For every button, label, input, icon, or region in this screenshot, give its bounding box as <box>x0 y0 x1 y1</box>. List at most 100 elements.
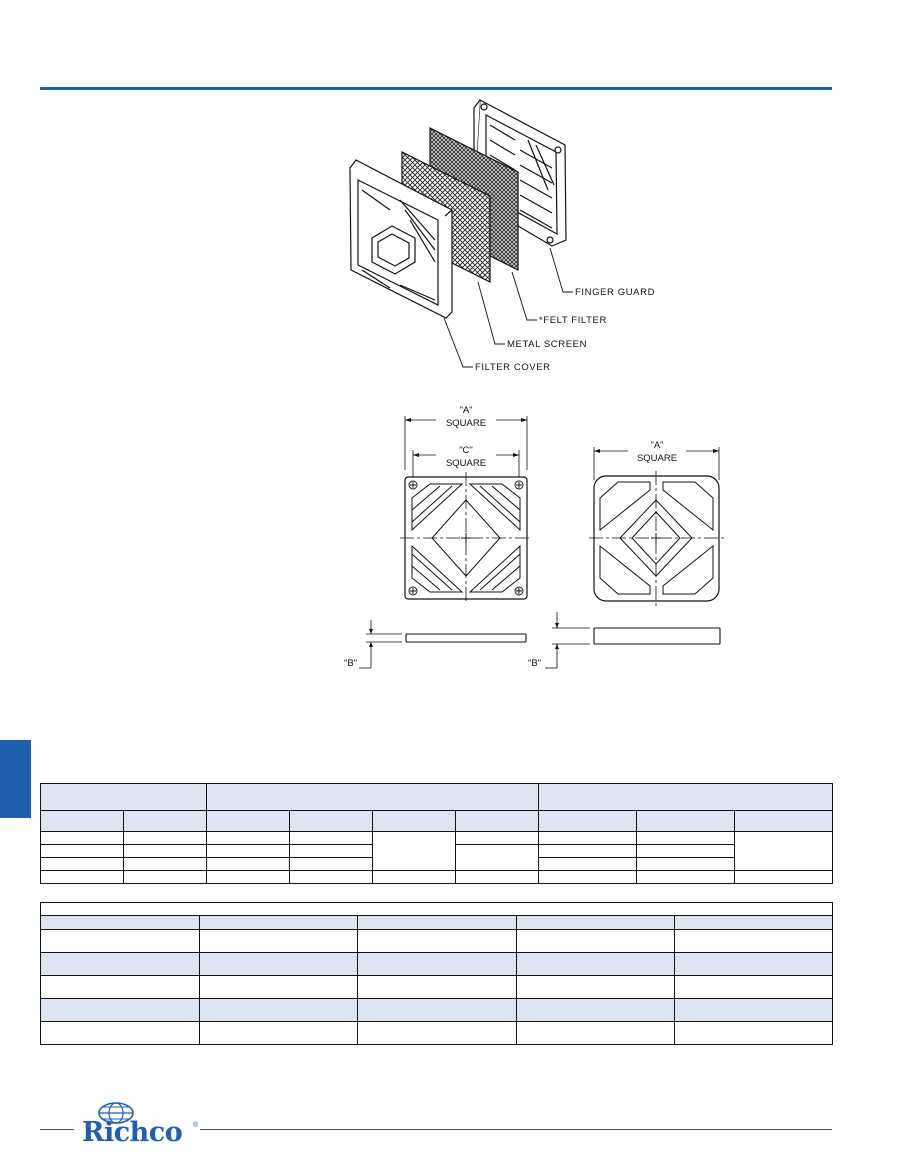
table-cell <box>40 831 124 845</box>
table-cell <box>636 831 735 845</box>
table-cell <box>636 870 735 884</box>
table-cell <box>289 857 373 871</box>
table-cell <box>538 857 637 871</box>
table-header-row <box>39 915 834 930</box>
table-cell <box>538 831 637 845</box>
table-header-cell <box>40 810 124 832</box>
table-cell <box>673 975 834 999</box>
dim-b-label-2: "B" <box>528 658 541 669</box>
table-cell <box>372 870 456 884</box>
table-cell <box>39 998 201 1022</box>
table-header-cell <box>538 810 637 832</box>
table-caption-cell <box>40 902 833 916</box>
table-cell <box>455 870 539 884</box>
dim-b-label: "B" <box>344 658 357 669</box>
table-row <box>40 831 833 871</box>
dim-c-square: SQUARE <box>446 458 486 469</box>
table-header-cell <box>734 810 833 832</box>
dim-a-square: SQUARE <box>446 418 486 429</box>
table-cell <box>455 844 539 871</box>
table-cell <box>199 975 359 999</box>
table-cell <box>123 844 207 858</box>
table-cell <box>123 831 207 845</box>
table-header-cell <box>372 810 456 832</box>
registered-mark: ® <box>193 1122 199 1129</box>
table-header-cell <box>538 783 833 811</box>
table-cell <box>199 998 359 1022</box>
table-cell <box>39 929 201 953</box>
table-cell <box>515 998 675 1022</box>
table-cell <box>357 929 517 953</box>
table-cell <box>206 831 290 845</box>
table-cell <box>357 975 517 999</box>
table-cell <box>734 831 833 871</box>
table-row <box>40 870 833 884</box>
table-cell <box>673 929 834 953</box>
table-cell <box>515 929 675 953</box>
table-cell <box>123 870 207 884</box>
filter-cover-label: FILTER COVER <box>475 362 551 373</box>
table-cell <box>357 952 517 976</box>
table-header-cell <box>199 915 359 930</box>
table-cell <box>40 857 124 871</box>
finger-guard-front-view: "A" SQUARE "C" SQUARE <box>344 404 532 669</box>
table-row <box>39 975 834 999</box>
table-cell <box>673 998 834 1022</box>
filter-assembly-drawing: FINGER GUARD *FELT FILTER METAL SCREEN F… <box>344 99 724 669</box>
dim-a-label-2: "A" <box>650 440 663 451</box>
finger-guard-label: FINGER GUARD <box>575 287 655 298</box>
table-cell <box>39 952 201 976</box>
table-cell <box>289 844 373 858</box>
table-cell <box>538 870 637 884</box>
table-cell <box>289 870 373 884</box>
table-header-cell <box>123 810 207 832</box>
table-header-cell <box>515 915 675 930</box>
table-cell <box>206 870 290 884</box>
filter-cover-part <box>349 159 453 319</box>
table-cell <box>199 929 359 953</box>
footer-rule <box>40 1129 74 1130</box>
table-cell <box>734 870 833 884</box>
footer-rule <box>200 1129 832 1130</box>
table-row <box>39 1021 834 1045</box>
table-cell <box>515 975 675 999</box>
table-cell <box>357 1021 517 1045</box>
table-cell <box>40 870 124 884</box>
table-cell <box>372 831 456 871</box>
table-cell <box>455 831 539 845</box>
table-row <box>39 998 834 1022</box>
table-row <box>39 929 834 953</box>
table-header-cell <box>357 915 517 930</box>
top-rule <box>40 87 832 90</box>
table-header-cell <box>673 915 834 930</box>
table-cell <box>289 831 373 845</box>
table-cell <box>515 1021 675 1045</box>
table-cell <box>357 998 517 1022</box>
table-header-cell <box>206 783 539 811</box>
logo-wordmark: Richco <box>82 1117 183 1148</box>
felt-filter-label: *FELT FILTER <box>539 315 607 326</box>
metal-screen-label: METAL SCREEN <box>507 339 587 350</box>
table-cell <box>199 952 359 976</box>
table-cell <box>538 844 637 858</box>
table-cell <box>199 1021 359 1045</box>
table-cell <box>636 844 735 858</box>
spec-table-materials <box>39 902 834 1045</box>
table-cell <box>206 857 290 871</box>
table-header-cell <box>455 810 539 832</box>
dim-a-square-2: SQUARE <box>637 453 677 464</box>
table-cell <box>206 844 290 858</box>
table-row <box>39 952 834 976</box>
table-subheader-row <box>40 810 833 832</box>
dim-c-label: "C" <box>459 445 473 456</box>
table-header-cell <box>636 810 735 832</box>
table-header-row <box>40 783 833 811</box>
filter-cover-front-view: "A" SQUARE "B" <box>528 436 724 669</box>
table-cell <box>673 952 834 976</box>
table-row <box>40 857 833 871</box>
table-header-cell <box>39 915 201 930</box>
richco-logo: Richco ® <box>82 1102 202 1154</box>
table-cell <box>673 1021 834 1045</box>
table-cell <box>39 975 201 999</box>
table-cell <box>39 1021 201 1045</box>
